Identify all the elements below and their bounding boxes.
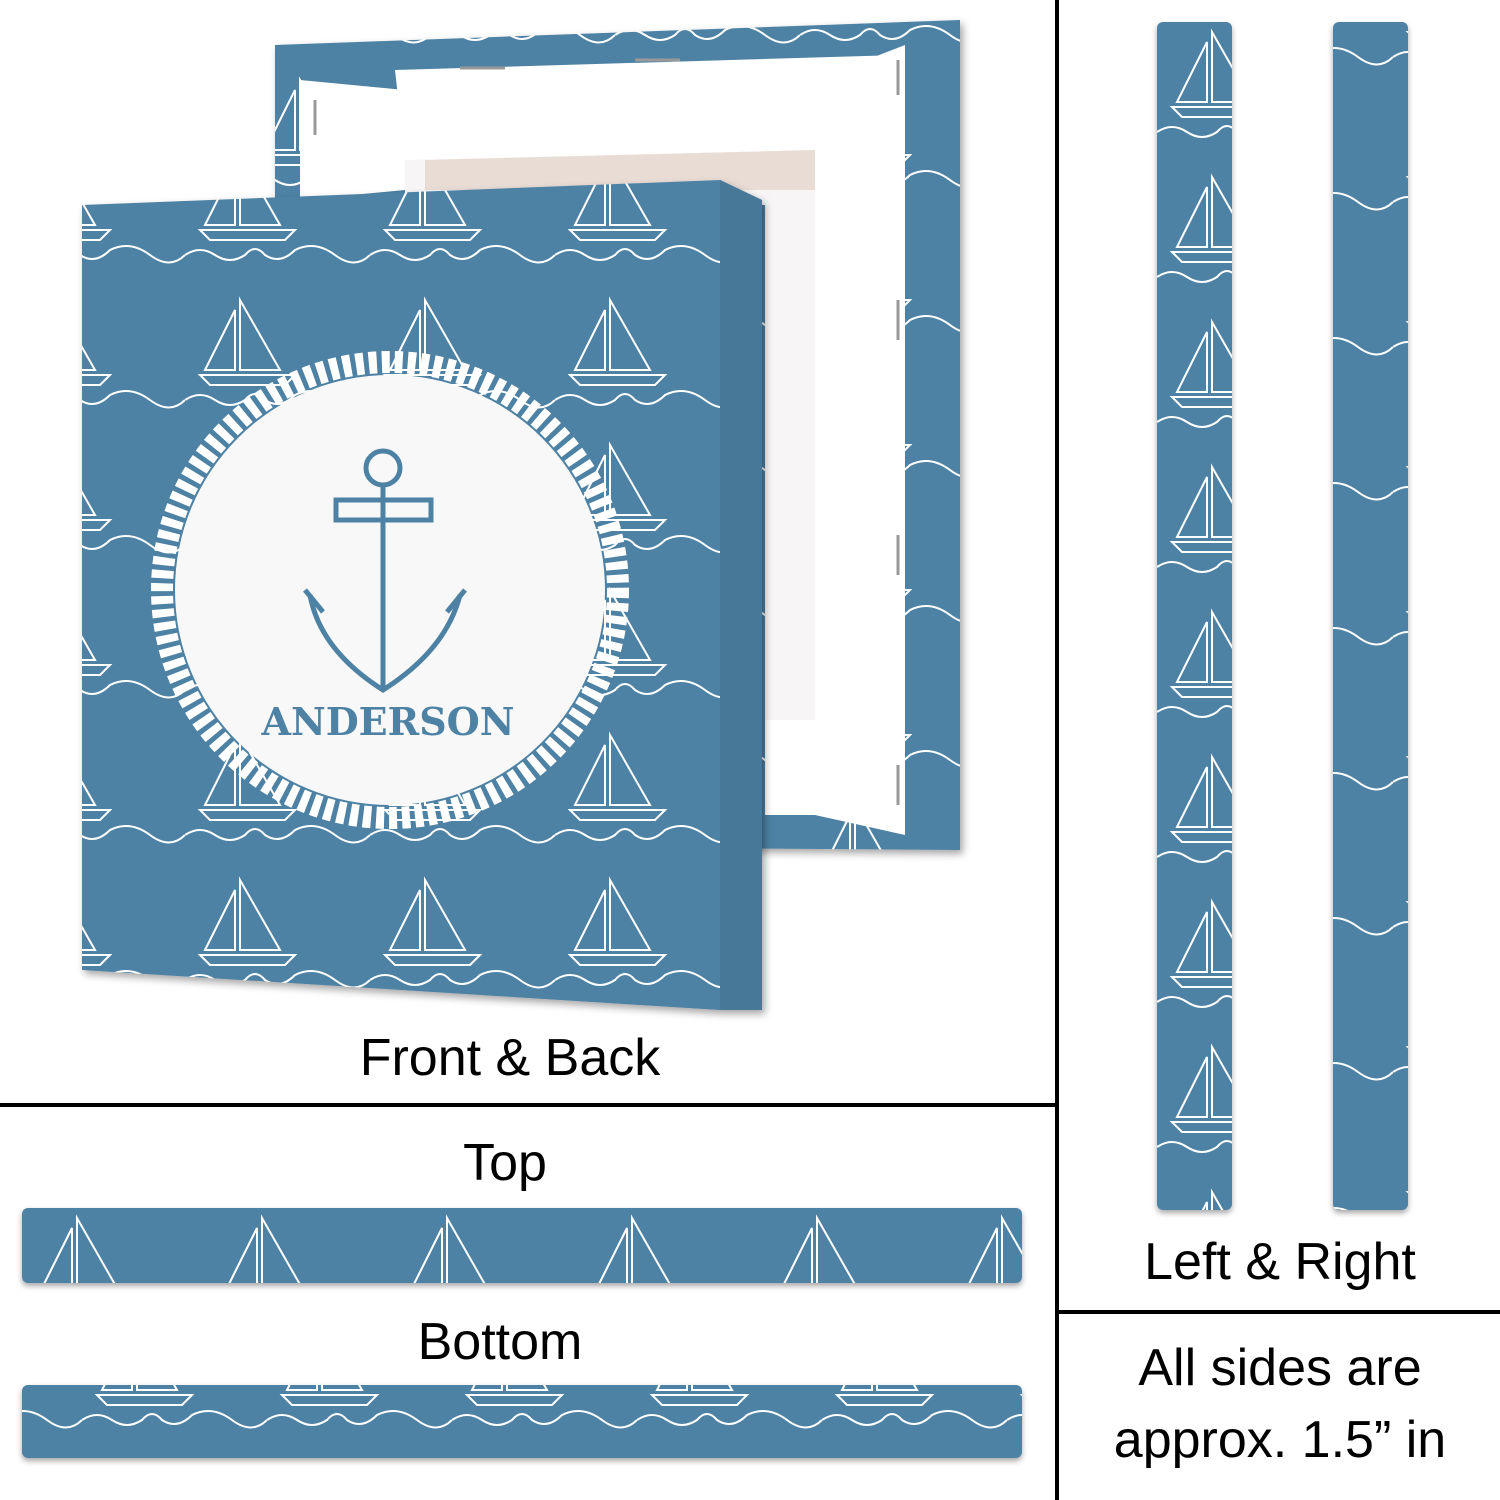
left-right-label: Left & Right (1144, 1233, 1416, 1291)
top-label: Top (463, 1134, 547, 1192)
horizontal-divider-right (1057, 1310, 1500, 1314)
horizontal-divider-left (0, 1103, 1057, 1107)
bottom-label: Bottom (417, 1313, 583, 1371)
front-back-label: Front & Back (359, 1029, 661, 1087)
sides-note-line1: All sides are (1138, 1339, 1422, 1397)
canvas-name-text: ANDERSON (261, 699, 515, 744)
top-side-strip (22, 1208, 1022, 1283)
anchor-icon (303, 448, 467, 693)
left-side-strip (1157, 22, 1232, 1210)
canvas-front: ANDERSON (82, 180, 762, 1010)
vertical-divider (1055, 0, 1059, 1500)
bottom-side-strip (22, 1385, 1022, 1458)
sides-note-line2: approx. 1.5” in (1113, 1411, 1447, 1469)
right-side-strip (1333, 22, 1408, 1210)
